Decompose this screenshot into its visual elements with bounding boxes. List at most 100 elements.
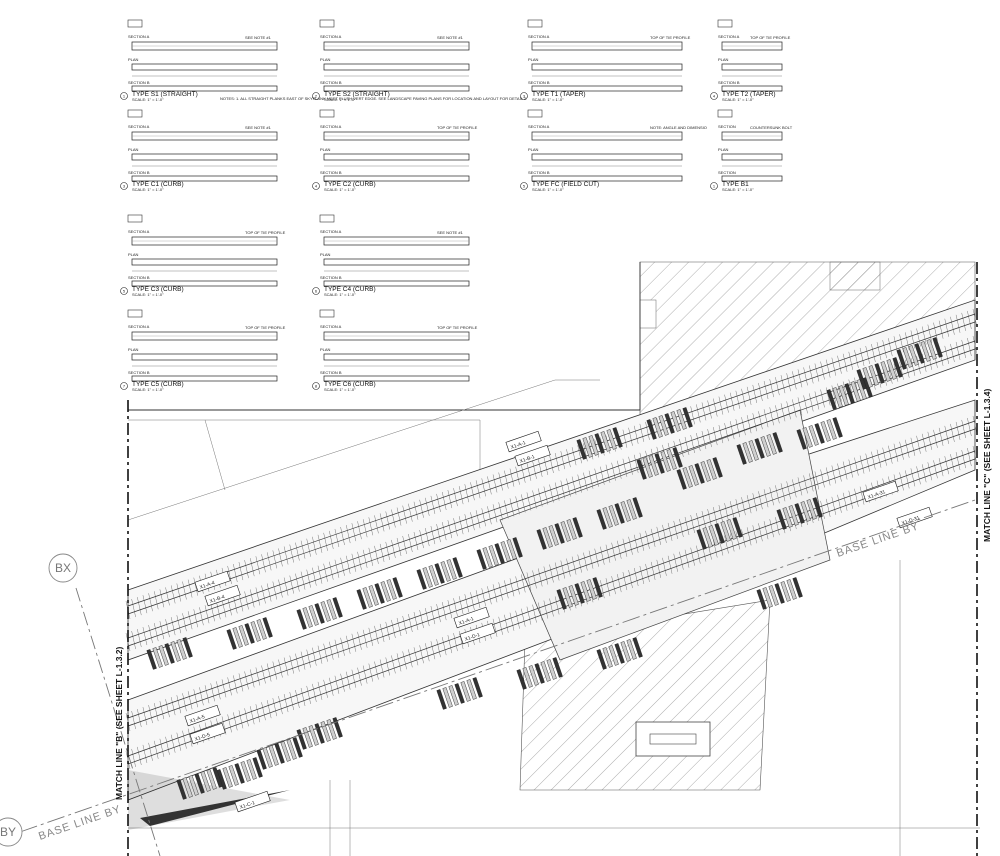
- tie: [554, 452, 560, 472]
- detail-note: TOP OF TIE PROFILE: [437, 125, 478, 130]
- tie: [769, 407, 774, 426]
- tie: [323, 679, 328, 698]
- tie: [278, 548, 283, 567]
- tie: [368, 627, 374, 646]
- section-b-label: SECTION B: [528, 80, 550, 85]
- tie: [537, 458, 543, 477]
- tie: [921, 326, 927, 345]
- tie: [769, 487, 774, 506]
- tie: [385, 541, 390, 560]
- tie: [385, 511, 390, 530]
- tie: [933, 322, 938, 341]
- tie: [266, 552, 272, 571]
- detail-number: 4: [315, 184, 318, 189]
- tie: [340, 637, 345, 656]
- tie: [537, 602, 543, 621]
- tie: [492, 504, 498, 523]
- tie: [334, 675, 340, 694]
- detail-scale: SCALE: 1" = 1'-0": [132, 97, 164, 102]
- tie: [244, 591, 249, 610]
- tie: [526, 572, 532, 591]
- tie: [876, 342, 882, 361]
- tie: [249, 589, 255, 608]
- tie: [312, 683, 317, 702]
- tie: [312, 567, 317, 586]
- tie: [763, 489, 769, 508]
- tie: [413, 531, 419, 551]
- plan-label: PLAN: [320, 147, 331, 152]
- plank-cluster: [676, 457, 723, 490]
- tie: [216, 601, 221, 620]
- tie: [159, 738, 165, 757]
- tie: [379, 543, 385, 562]
- tie: [227, 677, 232, 696]
- tie: [329, 677, 334, 696]
- plank-cluster: [696, 517, 743, 550]
- detail-number: 3: [523, 94, 526, 99]
- detail-note: SEE NOTE #1: [437, 35, 464, 40]
- plank-cluster: [646, 407, 693, 440]
- tie: [447, 635, 453, 654]
- tie: [357, 521, 362, 540]
- tie: [859, 347, 865, 366]
- tie: [227, 714, 232, 733]
- tie: [295, 653, 300, 672]
- tie: [345, 671, 351, 690]
- tie: [272, 581, 278, 600]
- tie: [249, 669, 255, 688]
- plank-cluster: [596, 637, 643, 670]
- tie: [368, 663, 374, 682]
- tie: [944, 345, 950, 364]
- tie: [351, 523, 357, 542]
- tie: [396, 537, 402, 557]
- rail-line: [127, 348, 976, 647]
- tie: [679, 551, 684, 570]
- tie: [961, 419, 966, 439]
- tie: [165, 699, 170, 718]
- plank-cluster: [356, 577, 403, 610]
- tie: [334, 559, 340, 578]
- tie: [729, 501, 735, 520]
- tie: [526, 606, 532, 625]
- tie: [724, 423, 729, 442]
- tie: [221, 679, 227, 698]
- tie: [797, 477, 803, 496]
- tie: [430, 606, 436, 625]
- tie: [617, 540, 622, 559]
- tie: [679, 518, 684, 538]
- tie: [910, 468, 916, 487]
- plank-tag: X1-C-1: [234, 790, 271, 813]
- tie: [933, 429, 938, 448]
- tie: [752, 493, 758, 512]
- tie: [368, 517, 374, 536]
- tie: [882, 447, 887, 466]
- tie: [684, 516, 690, 536]
- section-a-label: SECTION A: [128, 34, 150, 39]
- tie: [379, 513, 385, 532]
- tie: [904, 439, 910, 458]
- tie: [334, 528, 340, 548]
- tie: [362, 549, 368, 568]
- tie: [679, 438, 684, 458]
- tie: [266, 663, 272, 682]
- tie: [159, 621, 165, 640]
- tie: [153, 740, 159, 759]
- plank-cluster: [146, 637, 193, 670]
- tie: [938, 458, 944, 477]
- tie: [690, 514, 695, 534]
- plank-cluster: [536, 517, 583, 550]
- tie: [289, 575, 294, 594]
- tie: [831, 385, 837, 404]
- plan-label: PLAN: [128, 347, 139, 352]
- tie: [317, 534, 323, 553]
- tie: [295, 573, 300, 592]
- detail-note: NOTE: ANGLE AND DIMENSIO: [650, 125, 707, 130]
- plank-tag-label: X1-D-1: [464, 632, 481, 643]
- tie: [368, 547, 374, 566]
- detail-scale: SCALE: 1" = 1'-0": [722, 97, 754, 102]
- detail-number: 8: [315, 384, 318, 389]
- match-line-c-label: MATCH LINE "C" (SEE SHEET L-1.3.4): [982, 388, 992, 542]
- tie: [176, 732, 182, 751]
- tie: [537, 568, 543, 587]
